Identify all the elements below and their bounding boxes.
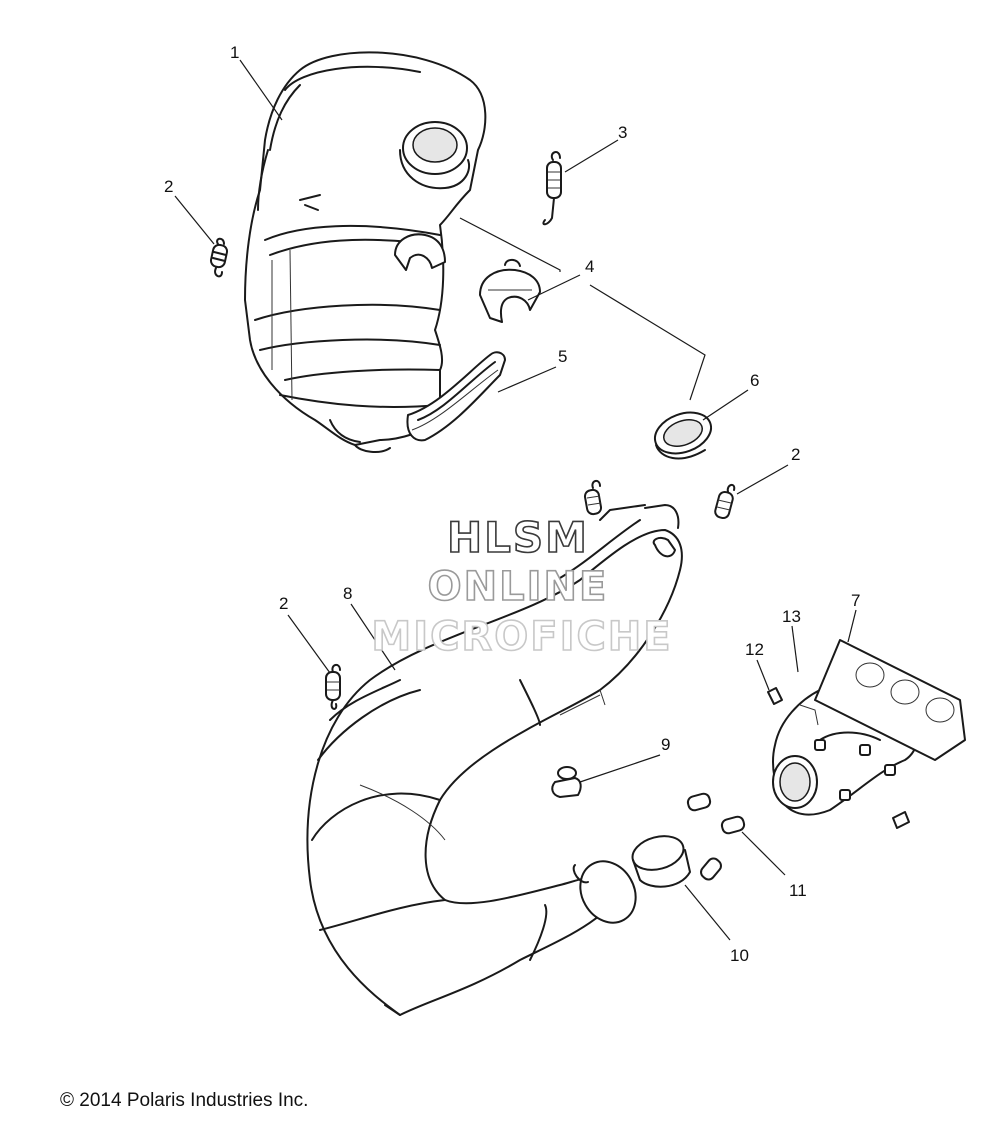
callout-13: 13: [782, 607, 801, 626]
callout-10: 10: [730, 946, 749, 965]
callout-2-lower-left: 2: [279, 594, 288, 613]
muffler-part: [244, 51, 487, 453]
callout-3: 3: [618, 123, 627, 142]
gasket-part-7: [814, 639, 966, 761]
bracket-part-4: [479, 258, 541, 323]
callout-9: 9: [661, 735, 670, 754]
callout-2-upper-left: 2: [164, 177, 173, 196]
watermark-line-2: ONLINE: [428, 564, 609, 610]
spring-part-center: [583, 480, 603, 516]
spring-part-3: [542, 151, 562, 226]
spring-part-lower-left: [325, 664, 341, 710]
springs-part-11: [686, 792, 746, 881]
bolts-part-12: [767, 687, 910, 829]
callout-11: 11: [789, 881, 807, 900]
watermark: HLSM ONLINE MICROFICHE: [371, 512, 672, 661]
callout-1: 1: [230, 43, 239, 62]
callout-4: 4: [585, 257, 594, 276]
plug-part-9: [551, 766, 582, 798]
watermark-line-3: MICROFICHE: [371, 614, 672, 660]
leader-lines: [174, 59, 857, 941]
callout-8: 8: [343, 584, 352, 603]
heat-shield-part-5: [406, 351, 506, 442]
callout-5: 5: [558, 347, 567, 366]
expansion-chamber-part-8: [306, 504, 683, 1016]
watermark-line-1: HLSM: [447, 513, 589, 562]
spring-part-upper-left: [209, 237, 229, 278]
spring-part-right: [714, 484, 736, 520]
callout-6: 6: [750, 371, 759, 390]
callout-labels: 1 2 3 4 5 6 2 2 8 13 7 12 9 11 10: [164, 43, 860, 965]
seal-ring-part-6: [653, 411, 713, 460]
coupler-ring-part-10: [631, 835, 691, 888]
callout-7: 7: [851, 591, 860, 610]
copyright-notice: © 2014 Polaris Industries Inc.: [60, 1090, 309, 1111]
callout-12: 12: [745, 640, 764, 659]
callout-2-right: 2: [791, 445, 800, 464]
